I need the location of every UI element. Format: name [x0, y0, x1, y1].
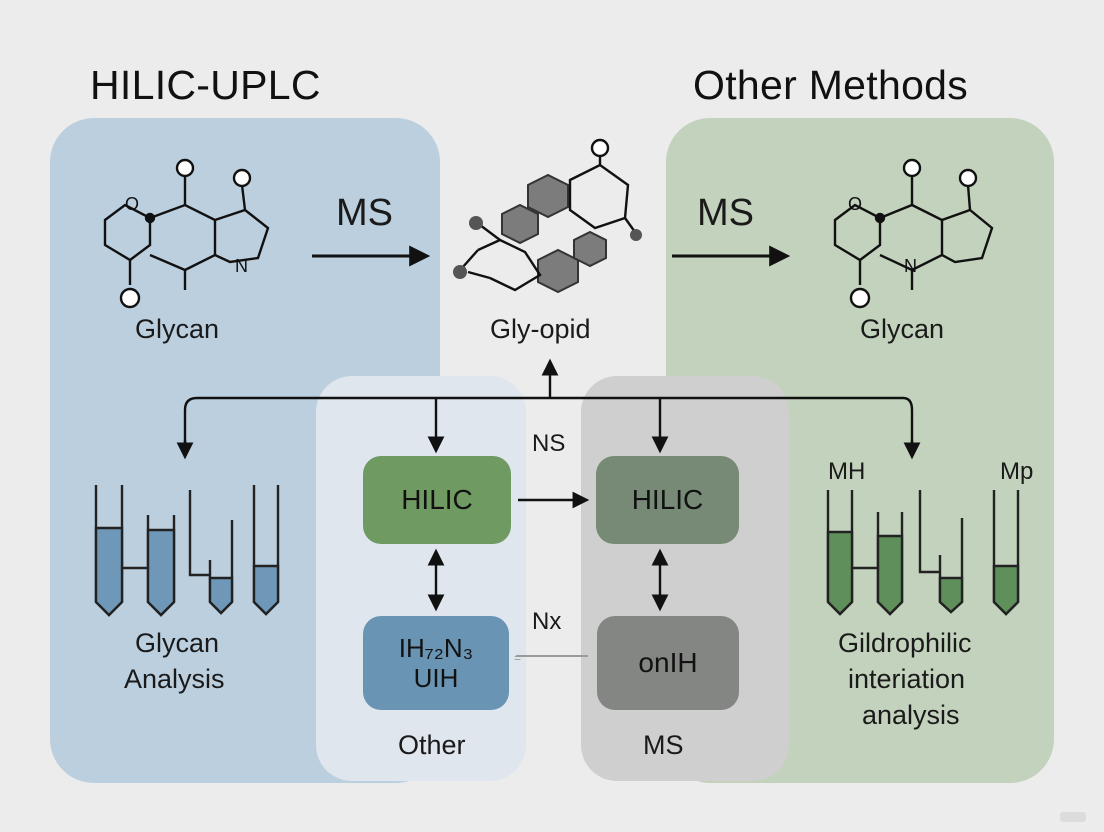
watermark-mark [1060, 812, 1086, 822]
other-column-panel [316, 376, 526, 781]
molecule-icon-center [453, 138, 642, 294]
test-tube-icon-right [826, 490, 1020, 616]
left-analysis-line1: Glycan [135, 628, 220, 658]
label-glycan-right: Glycan [860, 314, 945, 344]
right-analysis-line1: Gildrophilic [838, 628, 972, 658]
label-glycan-left: Glycan [135, 314, 220, 344]
atom-n-left: N [235, 256, 248, 276]
title-hilic-uplc: HILIC-UPLC [90, 62, 321, 108]
svg-text:=: = [514, 651, 521, 665]
distribution-connector [176, 358, 921, 612]
node-hilic-primary: HILIC [363, 456, 511, 544]
label-gly-opid: Gly-opid [490, 314, 591, 344]
molecule-icon-left [103, 158, 270, 309]
label-ns: NS [532, 430, 566, 457]
node-hilic-secondary: HILIC [596, 456, 739, 544]
label-ms-right: MS [697, 192, 754, 234]
node-ih72n3-uih: IH₇₂N₃ UIH [363, 616, 509, 710]
atom-o-right: O [848, 194, 862, 214]
caption-other: Other [398, 730, 466, 760]
left-analysis-line2: Analysis [124, 664, 225, 694]
title-other-methods: Other Methods [693, 62, 969, 108]
test-tube-icon-left [94, 485, 280, 617]
tag-mh: MH [828, 458, 866, 485]
node-ih72n3-line1: IH₇₂N₃ [398, 633, 474, 663]
ms-column-panel [581, 376, 789, 781]
molecule-icon-right [833, 158, 994, 309]
node-uih-line2: UIH [413, 663, 459, 693]
tag-mp: Mp [1000, 458, 1034, 485]
caption-ms: MS [643, 730, 684, 760]
label-nx: Nx [532, 608, 562, 635]
atom-n-right: N [904, 256, 917, 276]
right-analysis-line2: interiation [848, 664, 966, 694]
atom-o-left: O [125, 194, 139, 214]
right-analysis-line3: analysis [862, 700, 960, 730]
label-ms-left: MS [336, 192, 393, 234]
node-onih: onIH [597, 616, 739, 710]
